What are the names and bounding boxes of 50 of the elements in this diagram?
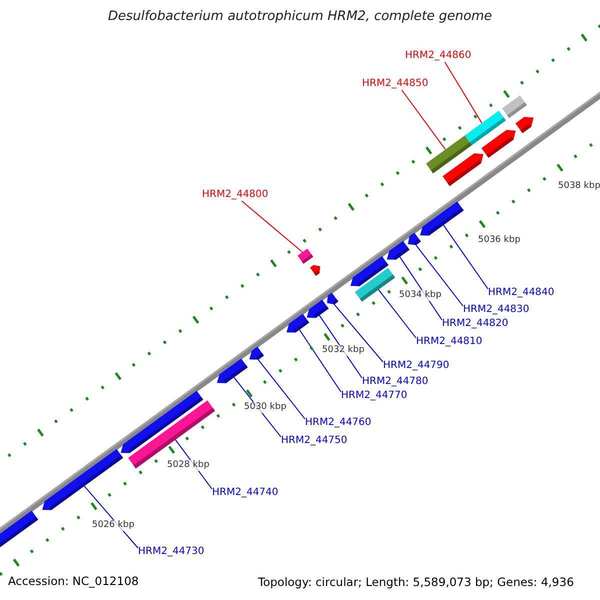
gene-block (408, 232, 421, 246)
gene-block (0, 510, 38, 549)
gene-block (216, 358, 248, 384)
gene-block (286, 314, 310, 333)
gene-block (42, 448, 124, 510)
leader-line (442, 224, 488, 290)
leader-line (444, 62, 482, 124)
gene-label: HRM2_44790 (383, 360, 450, 372)
gene-block (120, 390, 204, 454)
gene-label: HRM2_44850 (362, 78, 428, 90)
scale-label: 5034 kbp (399, 290, 442, 301)
scale-label: 5028 kbp (167, 460, 210, 471)
gene-label: HRM2_44780 (362, 376, 428, 388)
gene-block (420, 202, 464, 236)
scale-label: 5036 kbp (478, 235, 520, 246)
gene-label: HRM2_44750 (281, 435, 348, 447)
gene-label: HRM2_44770 (341, 390, 408, 402)
gene-block (249, 346, 264, 360)
gene-label: HRM2_44830 (463, 304, 530, 316)
gene-label: HRM2_44800 (202, 189, 268, 201)
scale-label: 5030 kbp (244, 402, 286, 413)
gene-block (502, 95, 527, 118)
accession-text: Accession: NC_012108 (8, 574, 139, 588)
leader-line (401, 90, 446, 150)
gene-label: HRM2_44820 (442, 318, 508, 330)
leader-line (258, 359, 306, 420)
diagram-title: Desulfobacterium autotrophicum HRM2, complete genome (106, 9, 494, 24)
gene-label: HRM2_44810 (416, 336, 482, 348)
genome-summary-text: Topology: circular; Length: 5,589,073 bp; Genes: 4,936 (258, 575, 574, 589)
scale-label: 5026 kbp (92, 520, 134, 531)
scale-label: 5032 kbp (322, 345, 364, 356)
gene-block (298, 248, 314, 264)
gene-block (386, 240, 410, 260)
gene-block (350, 256, 388, 286)
gene-label: HRM2_44860 (405, 50, 472, 62)
gene-block (426, 135, 472, 174)
gene-label: HRM2_44730 (138, 546, 204, 558)
leader-line (241, 200, 303, 253)
gene-block (515, 116, 534, 134)
gene-label: HRM2_44840 (488, 287, 554, 299)
leader-line (298, 329, 342, 392)
gene-label: HRM2_44740 (212, 487, 278, 499)
leader-line (334, 304, 384, 362)
gene-block (326, 292, 338, 304)
gene-label: HRM2_44760 (305, 417, 372, 429)
gene-block (481, 130, 516, 158)
gene-block (306, 300, 329, 318)
gene-block (310, 265, 320, 276)
scale-label: 5038 kbp (558, 181, 600, 192)
leader-line (415, 244, 464, 306)
